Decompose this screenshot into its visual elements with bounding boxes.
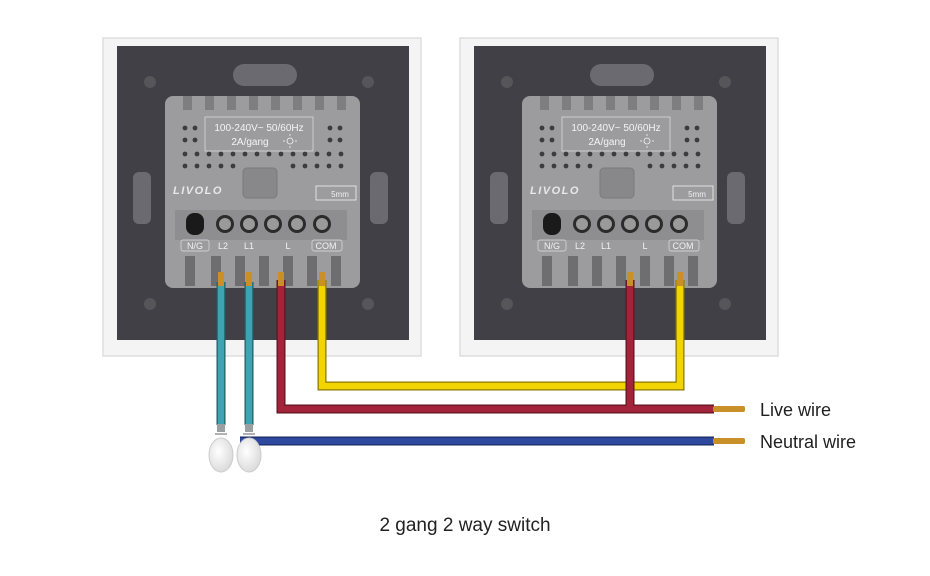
right-rating-line1: 100-240V~ 50/60Hz [571, 123, 660, 134]
neutral-wire-label: Neutral wire [760, 432, 857, 452]
right-terminal-l2: L2 [575, 241, 585, 251]
lamp-2-icon [236, 424, 262, 473]
right-terminal-com: COM [673, 241, 694, 251]
right-terminal-l1: L1 [601, 241, 611, 251]
left-terminal-l: L [285, 241, 290, 251]
right-brand-logo: LIVOLO [530, 185, 580, 197]
right-rating-line2: 2A/gang [588, 137, 625, 148]
right-size-mark: 5mm [688, 190, 706, 199]
neutral-conductor [713, 438, 745, 444]
left-terminal-l2: L2 [218, 241, 228, 251]
diagram-caption: 2 gang 2 way switch [379, 515, 551, 536]
live-conductor [713, 406, 745, 412]
right-switch: 100-240V~ 50/60Hz 2A/gang LIVOLO 5mm N/G… [459, 37, 779, 357]
left-sun-icon [283, 134, 297, 148]
left-rating-line1: 100-240V~ 50/60Hz [214, 123, 303, 134]
left-brand-logo: LIVOLO [173, 185, 223, 197]
left-terminal-com: COM [316, 241, 337, 251]
left-terminal-ng: N/G [187, 241, 203, 251]
right-terminal-ng: N/G [544, 241, 560, 251]
right-terminal-l: L [642, 241, 647, 251]
live-wire-label: Live wire [760, 400, 832, 420]
left-switch: 100-240V~ 50/60Hz 2A/gang LIVOLO 5mm N/G… [102, 37, 422, 357]
left-size-mark: 5mm [331, 190, 349, 199]
left-rating-line2: 2A/gang [231, 137, 268, 148]
lamp-1-icon [208, 424, 234, 473]
left-terminal-l1: L1 [244, 241, 254, 251]
right-sun-icon [640, 134, 654, 148]
